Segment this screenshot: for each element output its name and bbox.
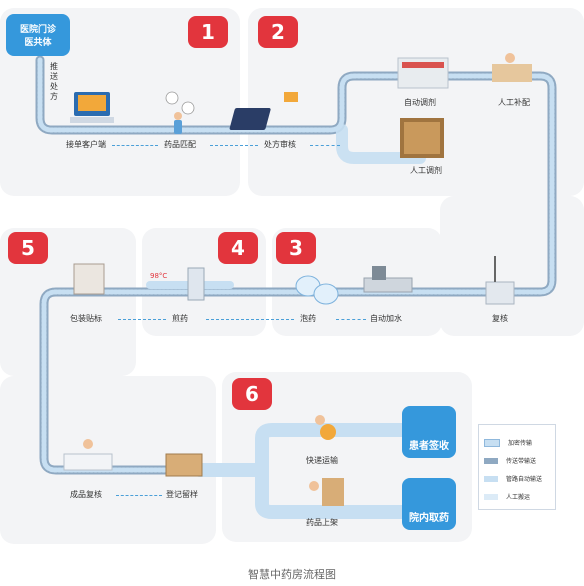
step-shelf: 药品上架 xyxy=(306,518,338,527)
soak-tanks-icon xyxy=(295,275,339,305)
badge-3: 3 xyxy=(276,232,316,264)
express-delivery-icon xyxy=(315,415,336,440)
badge-2: 2 xyxy=(258,16,298,48)
step-review: 处方审核 xyxy=(264,140,296,149)
arrow-client-match xyxy=(112,145,158,146)
step-water: 自动加水 xyxy=(370,314,402,323)
legend-belt: 传送带输送 xyxy=(484,456,536,465)
legend-encrypted: 加密传输 xyxy=(484,438,532,447)
legend-pipe: 管路自动输送 xyxy=(484,474,542,483)
section-2-panel xyxy=(248,8,584,196)
clinic-line2: 医共体 xyxy=(24,38,52,48)
step-manual: 人工调剂 xyxy=(410,166,442,175)
step-soak: 泡药 xyxy=(300,314,316,323)
arrow-review-dispense xyxy=(310,145,340,146)
clinic-box: 医院门诊 医共体 xyxy=(6,14,70,56)
pack-machine-icon xyxy=(73,263,105,295)
step-register: 登记留样 xyxy=(166,490,198,499)
arrow-decoct-pack xyxy=(118,319,166,320)
step-match: 药品匹配 xyxy=(164,140,196,149)
arrow-soak-decoct xyxy=(206,319,294,320)
step-final: 成品复核 xyxy=(70,490,102,499)
svg-text:98°C: 98°C xyxy=(150,272,167,280)
badge-6: 6 xyxy=(232,378,272,410)
manual-cabinet-icon xyxy=(400,118,444,158)
arrow-final-register xyxy=(116,495,162,496)
recheck-machine-icon xyxy=(485,256,515,305)
pickup-label: 院内取药 xyxy=(409,513,449,524)
step-express: 快递运输 xyxy=(306,456,338,465)
step-auto: 自动调剂 xyxy=(404,98,436,107)
badge-1: 1 xyxy=(188,16,228,48)
final-check-desk-icon xyxy=(63,439,113,471)
step-manual-fill: 人工补配 xyxy=(498,98,530,107)
register-box-icon xyxy=(165,453,203,477)
section-right-panel xyxy=(440,196,584,336)
step-recheck: 复核 xyxy=(492,314,508,323)
review-document-icon xyxy=(229,92,298,130)
push-label: 推送处方 xyxy=(50,62,58,101)
step-decoct: 煎药 xyxy=(172,314,188,323)
decoct-machine-icon: 98°C xyxy=(150,267,205,301)
client-computer-icon xyxy=(70,92,114,123)
water-machine-icon xyxy=(363,266,413,293)
match-person-icon xyxy=(165,91,195,134)
patient-label: 患者签收 xyxy=(409,441,449,452)
shelf-icon xyxy=(309,478,344,506)
badge-5: 5 xyxy=(8,232,48,264)
auto-dispense-machine-icon xyxy=(397,57,449,89)
legend-box xyxy=(478,424,556,510)
pickup-box: 院内取药 xyxy=(402,478,456,530)
clinic-line1: 医院门诊 xyxy=(19,25,56,35)
step-client: 接单客户端 xyxy=(66,140,106,149)
arrow-match-review xyxy=(210,145,258,146)
badge-4: 4 xyxy=(218,232,258,264)
manual-fill-desk-icon xyxy=(492,53,532,82)
diagram-caption: 智慧中药房流程图 xyxy=(248,568,336,581)
patient-box: 患者签收 xyxy=(402,406,456,458)
step-pack: 包装贴标 xyxy=(70,314,102,323)
arrow-water-soak xyxy=(336,319,366,320)
legend-manual: 人工搬运 xyxy=(484,492,530,501)
